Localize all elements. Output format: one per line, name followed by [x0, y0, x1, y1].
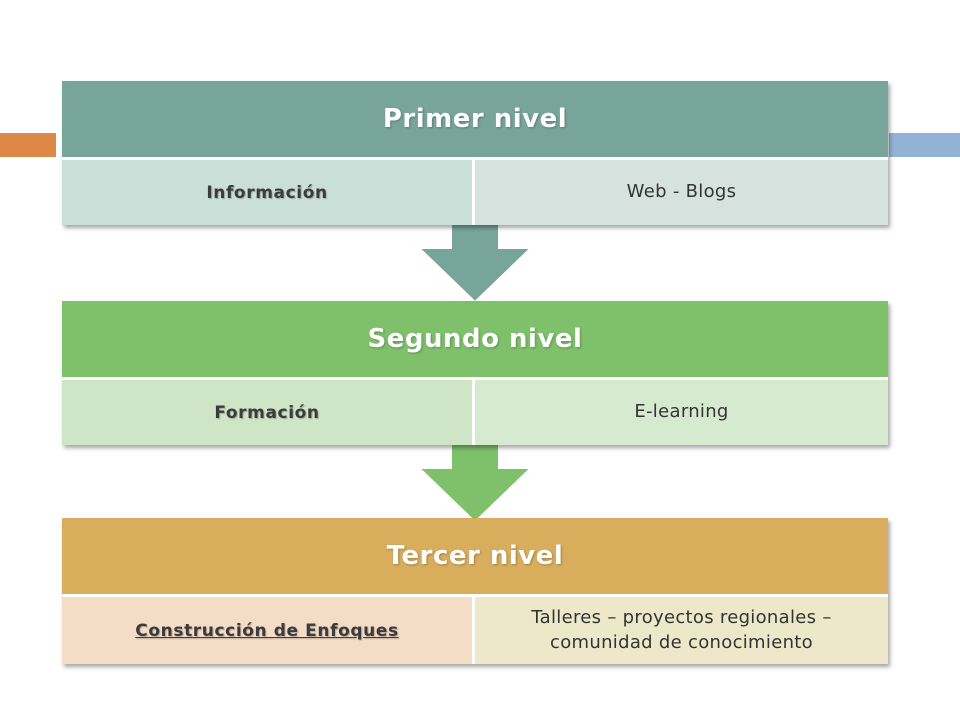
level-left-cell: Construcción de Enfoques — [62, 594, 475, 664]
accent-bar-right — [889, 133, 960, 157]
level-title: Segundo nivel — [62, 301, 888, 377]
accent-bar-left — [0, 133, 56, 157]
level-title: Tercer nivel — [62, 518, 888, 594]
level-title: Primer nivel — [62, 81, 888, 157]
level-left-cell: Información — [62, 157, 475, 225]
level-right-cell: Talleres – proyectos regionales – comuni… — [475, 594, 888, 664]
level-right-cell: Web - Blogs — [475, 157, 888, 225]
level-block-3: Tercer nivel Construcción de Enfoques Ta… — [62, 518, 888, 664]
level-right-cell: E-learning — [475, 377, 888, 445]
arrow-down-icon-1 — [416, 222, 534, 304]
level-left-cell: Formación — [62, 377, 475, 445]
level-block-1: Primer nivel Información Web - Blogs — [62, 81, 888, 225]
level-block-2: Segundo nivel Formación E-learning — [62, 301, 888, 445]
arrow-down-icon-2 — [416, 442, 534, 524]
